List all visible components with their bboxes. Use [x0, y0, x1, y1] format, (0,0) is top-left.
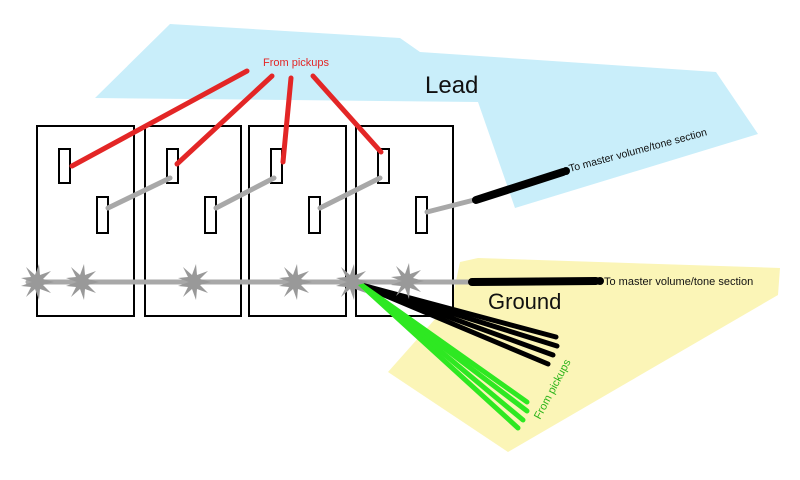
pickup-ground-wires-green — [357, 281, 530, 431]
lead-gray-wire — [424, 196, 481, 215]
switch-3-upper-lug — [270, 148, 283, 184]
solder-joint — [391, 263, 424, 299]
solder-joint — [66, 264, 99, 300]
solder-joints — [21, 263, 424, 300]
switch-1-lower-lug — [96, 196, 109, 234]
solder-joint — [279, 264, 312, 300]
pickup-hot-wires — [69, 68, 384, 169]
solder-joint — [336, 264, 369, 300]
lead-label: Lead — [425, 72, 478, 99]
lug-jumpers — [105, 175, 383, 211]
switch-2-lower-lug — [204, 196, 217, 234]
switch-4-upper-lug — [377, 148, 390, 184]
solder-joint — [21, 264, 54, 300]
solder-joint — [178, 264, 211, 300]
lead-region — [95, 24, 758, 208]
ground-region — [388, 258, 780, 452]
switch-1-upper-lug — [58, 148, 71, 184]
wire-ends — [562, 167, 604, 285]
red-from-pickups-label: From pickups — [263, 57, 330, 69]
ground-label: Ground — [488, 289, 561, 314]
switch-3-lower-lug — [308, 196, 321, 234]
lead-output-wire — [472, 168, 567, 204]
ground-output-label: To master volume/tone section — [604, 276, 753, 288]
pickup-ground-wires-black — [355, 281, 560, 367]
ground-output-wire — [468, 277, 600, 286]
switch-4-lower-lug — [415, 196, 428, 234]
